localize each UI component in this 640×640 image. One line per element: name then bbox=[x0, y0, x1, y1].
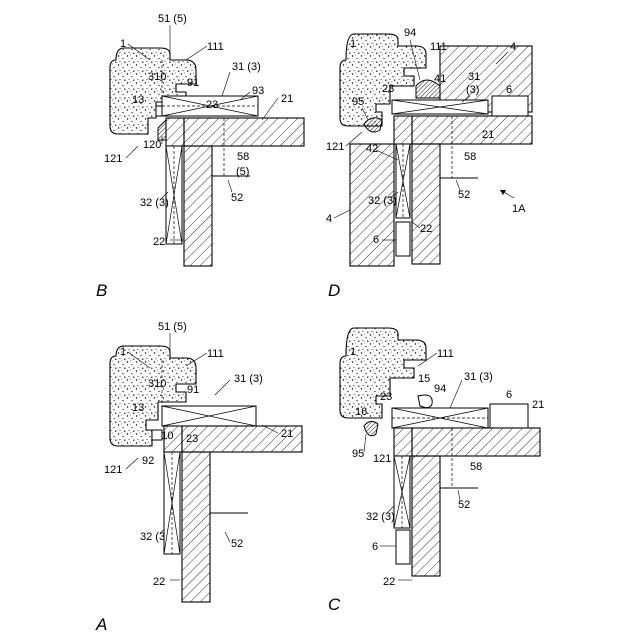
reference-label: 1 bbox=[350, 346, 356, 358]
reference-label: 310 bbox=[148, 71, 166, 83]
reference-label: 6 bbox=[372, 541, 378, 553]
reference-label: 91 bbox=[187, 384, 199, 396]
reference-label: 111 bbox=[430, 41, 447, 53]
reference-label: 6 bbox=[373, 234, 379, 246]
reference-label: 42 bbox=[366, 143, 378, 155]
reference-label: 6 bbox=[506, 84, 512, 96]
reference-label: 21 bbox=[281, 93, 293, 105]
reference-label: 22 bbox=[420, 223, 432, 235]
reference-label: 41 bbox=[434, 73, 446, 85]
reference-label: 6 bbox=[506, 389, 512, 401]
panel-label: A bbox=[95, 615, 107, 634]
reference-label: 32 (3) bbox=[366, 511, 395, 523]
reference-label: 23 bbox=[382, 83, 394, 95]
panel-a-drawing bbox=[110, 346, 302, 602]
reference-label: 31 bbox=[468, 71, 480, 83]
reference-label: 22 bbox=[153, 236, 165, 248]
reference-label: 52 bbox=[458, 189, 470, 201]
reference-label: 111 bbox=[207, 348, 224, 360]
reference-label: 21 bbox=[532, 399, 544, 411]
reference-label: 91 bbox=[187, 77, 199, 89]
reference-label: (5) bbox=[236, 166, 249, 178]
reference-label: 22 bbox=[153, 576, 165, 588]
reference-label: 58 bbox=[237, 151, 249, 163]
reference-label: 51 (5) bbox=[158, 321, 187, 333]
reference-label: 120 bbox=[143, 139, 161, 151]
reference-label: 21 bbox=[482, 129, 494, 141]
reference-label: 94 bbox=[404, 27, 416, 39]
reference-label: (3) bbox=[466, 84, 479, 96]
reference-label: 31 (3) bbox=[232, 61, 261, 73]
reference-label: 94 bbox=[434, 383, 446, 395]
panel-label: B bbox=[96, 281, 107, 300]
panel-label: C bbox=[328, 595, 341, 614]
panel-d-drawing: D 1 94 111 4 41 31 (3) bbox=[326, 27, 532, 300]
reference-label: 32 (3) bbox=[368, 195, 397, 207]
reference-label: 93 bbox=[252, 85, 264, 97]
reference-label: 111 bbox=[437, 348, 454, 360]
reference-label: 23 bbox=[380, 391, 392, 403]
panel-label: D bbox=[328, 281, 340, 300]
panel-b-drawing: B 1 51 (5) 111 31 (3) 310 91 93 13 bbox=[96, 13, 304, 300]
reference-label: 4 bbox=[510, 41, 516, 53]
reference-label: 111 bbox=[207, 41, 224, 53]
reference-label: 16 bbox=[355, 406, 367, 418]
reference-label: 121 bbox=[104, 464, 122, 476]
reference-label: 58 bbox=[470, 461, 482, 473]
panel-c-drawing: C 1 111 15 94 31 (3) 16 23 6 95 bbox=[328, 328, 544, 614]
reference-label: 15 bbox=[418, 373, 430, 385]
reference-label: 1A bbox=[512, 203, 526, 215]
reference-label: 51 (5) bbox=[158, 13, 187, 25]
reference-label: 23 bbox=[206, 99, 218, 111]
reference-label: 121 bbox=[326, 141, 344, 153]
reference-label: 32 (3) bbox=[140, 197, 169, 209]
reference-label: 1 bbox=[350, 38, 356, 50]
reference-label: 121 bbox=[373, 453, 391, 465]
reference-label: 95 bbox=[352, 96, 364, 108]
reference-label: 31 (3) bbox=[234, 373, 263, 385]
reference-label: 95 bbox=[352, 448, 364, 460]
reference-label: 52 bbox=[231, 192, 243, 204]
reference-label: 31 (3) bbox=[464, 371, 493, 383]
reference-label: 92 bbox=[142, 455, 154, 467]
reference-label: 1 bbox=[120, 38, 126, 50]
reference-label: 58 bbox=[464, 151, 476, 163]
reference-label: 4 bbox=[326, 213, 332, 225]
reference-label: 52 bbox=[458, 499, 470, 511]
reference-label: 121 bbox=[104, 153, 122, 165]
reference-label: 13 bbox=[132, 94, 144, 106]
reference-label: 22 bbox=[383, 576, 395, 588]
reference-label: 52 bbox=[231, 538, 243, 550]
